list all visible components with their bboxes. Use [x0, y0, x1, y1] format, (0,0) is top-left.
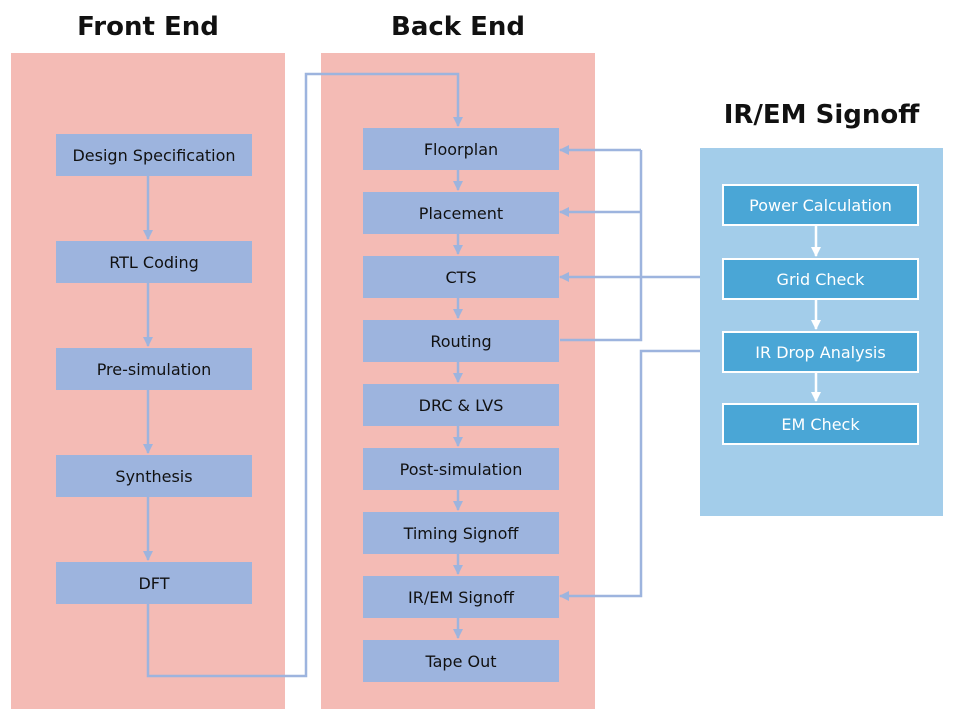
ir-em-to-signoff-link — [559, 349, 700, 601]
step-design-specification: Design Specification — [56, 134, 252, 176]
back-end-title: Back End — [391, 12, 525, 42]
dft-to-floorplan-link — [146, 72, 463, 678]
step-power-calculation: Power Calculation — [722, 184, 919, 226]
step-cts: CTS — [363, 256, 559, 298]
step-ir-em-signoff: IR/EM Signoff — [363, 576, 559, 618]
step-em-check: EM Check — [722, 403, 919, 445]
step-timing-signoff: Timing Signoff — [363, 512, 559, 554]
step-dft: DFT — [56, 562, 252, 604]
step-floorplan: Floorplan — [363, 128, 559, 170]
step-grid-check: Grid Check — [722, 258, 919, 300]
ir-em-title: IR/EM Signoff — [723, 100, 920, 130]
step-post-simulation: Post-simulation — [363, 448, 559, 490]
step-routing: Routing — [363, 320, 559, 362]
front-end-title: Front End — [77, 12, 219, 42]
step-ir-drop-analysis: IR Drop Analysis — [722, 331, 919, 373]
step-drc-lvs: DRC & LVS — [363, 384, 559, 426]
step-tape-out: Tape Out — [363, 640, 559, 682]
step-synthesis: Synthesis — [56, 455, 252, 497]
feedback-bracket — [560, 150, 643, 342]
step-placement: Placement — [363, 192, 559, 234]
step-pre-simulation: Pre-simulation — [56, 348, 252, 390]
step-rtl-coding: RTL Coding — [56, 241, 252, 283]
